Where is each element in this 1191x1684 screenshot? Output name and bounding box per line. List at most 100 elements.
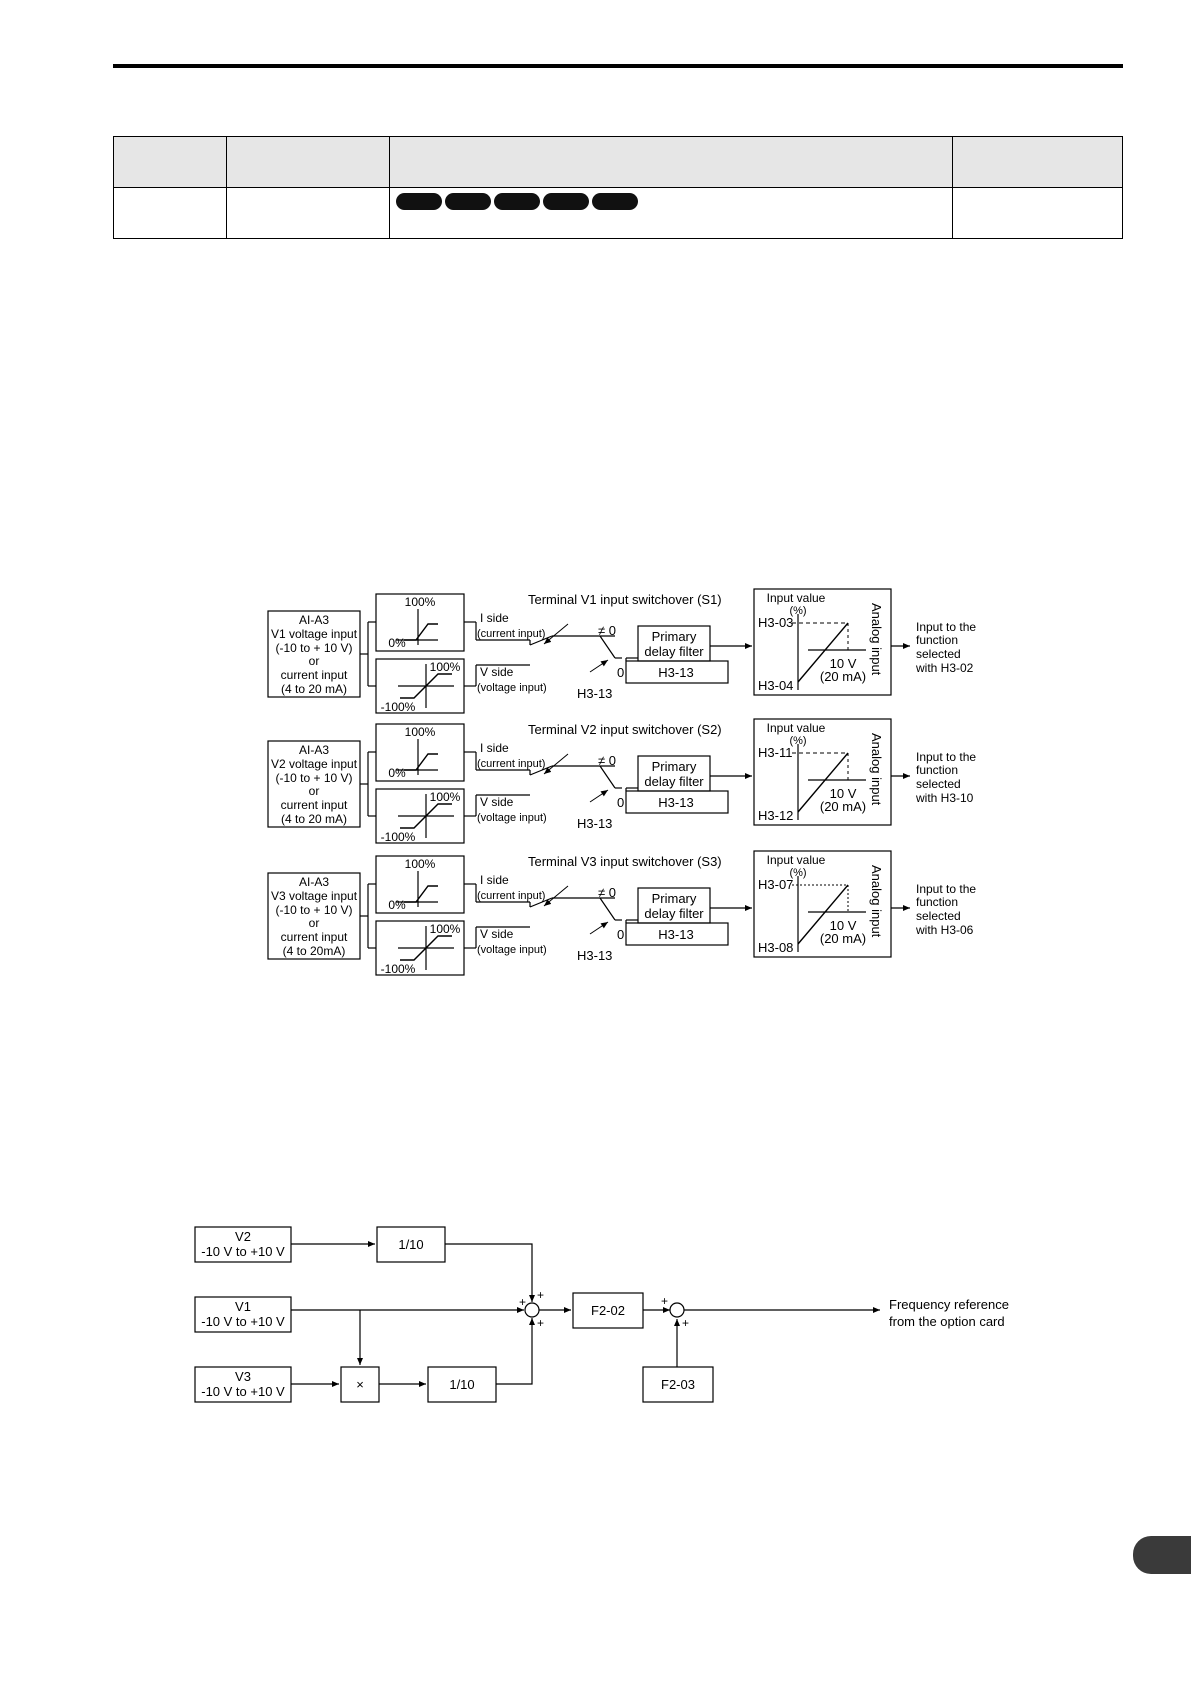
analog-input-box: [753, 588, 892, 696]
table-header-cell: [952, 136, 1123, 188]
pct-100-label: 100%: [405, 857, 436, 871]
table-cell-badges: [389, 187, 953, 239]
output-label: selected: [916, 647, 961, 661]
analog-input-label: Analog input: [869, 733, 884, 806]
header-rule: [113, 64, 1123, 68]
output-label: selected: [916, 909, 961, 923]
pct-neg100-label: -100%: [381, 962, 416, 976]
output-label: with H3-10: [915, 791, 974, 805]
lo-param-label: H3-04: [758, 678, 793, 693]
plus-sign: +: [519, 1295, 526, 1309]
filter-label: delay filter: [644, 644, 704, 659]
filter-param: H3-13: [658, 795, 693, 810]
output-label: selected: [916, 777, 961, 791]
source-line: or: [309, 654, 320, 668]
pct-100-label: 100%: [405, 725, 436, 739]
table-cell: [952, 187, 1123, 239]
hi-param-label: H3-11: [758, 745, 792, 760]
table-row: [113, 187, 1123, 239]
output-label: with H3-02: [915, 661, 974, 675]
zero-label: 0: [617, 927, 624, 942]
divide-label: 1/10: [449, 1377, 474, 1392]
neq-zero-label: ≠ 0: [598, 623, 616, 638]
output-label: from the option card: [889, 1314, 1005, 1329]
source-line: current input: [281, 668, 348, 682]
parameter-table: [113, 136, 1123, 239]
twenty-ma-label: (20 mA): [820, 799, 866, 814]
summing-junction: [524, 1302, 540, 1318]
i-side-sub: (current input): [477, 628, 545, 640]
ten-volt-label: 10 V: [830, 918, 857, 933]
filter-param: H3-13: [658, 927, 693, 942]
switch-title: Terminal V1 input switchover (S1): [528, 592, 722, 607]
lo-param-label: H3-08: [758, 940, 793, 955]
analog-input-label: Analog input: [869, 865, 884, 938]
page-number-tab: [1133, 1536, 1191, 1574]
source-line: AI-A3: [299, 613, 329, 627]
source-line: (-10 to + 10 V): [275, 903, 352, 917]
bias-label: F2-03: [661, 1377, 695, 1392]
v3-label: V3: [235, 1369, 251, 1384]
analog-input-label: Analog input: [869, 603, 884, 676]
pct-0-label: 0%: [388, 766, 406, 780]
output-label: function: [916, 763, 958, 777]
v3-range: -10 V to +10 V: [201, 1384, 285, 1399]
table-cell: [226, 187, 390, 239]
v-side-label: V side: [480, 927, 514, 941]
output-label: Frequency reference: [889, 1297, 1009, 1312]
pct-neg100-label: -100%: [381, 830, 416, 844]
zero-label: 0: [617, 665, 624, 680]
pct-100-label: 100%: [430, 790, 461, 804]
pct-unit-label: (%): [789, 867, 806, 879]
output-label: Input to the: [916, 882, 976, 896]
channel-2: AI-A3 V2 voltage input (-10 to + 10 V) o…: [267, 718, 976, 844]
neq-zero-label: ≠ 0: [598, 885, 616, 900]
channel-3: AI-A3 V3 voltage input (-10 to + 10 V) o…: [267, 850, 976, 976]
filter-label: delay filter: [644, 906, 704, 921]
divide-label: 1/10: [398, 1237, 423, 1252]
i-side-sub: (current input): [477, 758, 545, 770]
pct-unit-label: (%): [789, 735, 806, 747]
v-side-sub: (voltage input): [477, 682, 547, 694]
input-value-label: Input value: [767, 853, 826, 867]
control-mode-badge: [445, 192, 491, 210]
v2-label: V2: [235, 1229, 251, 1244]
filter-label: delay filter: [644, 774, 704, 789]
pct-100-label: 100%: [430, 922, 461, 936]
source-line: (4 to 20mA): [283, 944, 346, 958]
filter-param-box: [625, 660, 729, 684]
control-mode-badge: [494, 192, 540, 210]
source-line: (4 to 20 mA): [281, 812, 347, 826]
v-side-label: V side: [480, 665, 514, 679]
source-line: AI-A3: [299, 743, 329, 757]
analog-input-box: [753, 850, 892, 958]
source-line: or: [309, 784, 320, 798]
table-header-cell: [113, 136, 227, 188]
i-side-label: I side: [480, 611, 509, 625]
summing-junction: [669, 1302, 685, 1318]
source-line: current input: [281, 930, 348, 944]
gain-label: F2-02: [591, 1303, 625, 1318]
plus-sign: +: [537, 1316, 544, 1330]
table-header-cell: [389, 136, 953, 188]
v-side-label: V side: [480, 795, 514, 809]
source-line: or: [309, 916, 320, 930]
plus-sign: +: [682, 1316, 689, 1330]
control-mode-badge: [396, 192, 442, 210]
table-header-row: [113, 136, 1123, 188]
pct-100-label: 100%: [405, 595, 436, 609]
bias-box: [642, 1366, 714, 1403]
source-line: V2 voltage input: [271, 757, 358, 771]
filter-label: Primary: [652, 891, 697, 906]
hi-param-label: H3-03: [758, 615, 793, 630]
source-line: V1 voltage input: [271, 627, 358, 641]
i-side-label: I side: [480, 741, 509, 755]
frequency-reference-diagram: V2 -10 V to +10 V V1 -10 V to +10 V V3 -…: [194, 1226, 1009, 1403]
plus-sign: +: [661, 1294, 668, 1308]
plus-sign: +: [537, 1288, 544, 1302]
output-label: Input to the: [916, 750, 976, 764]
filter-param: H3-13: [658, 665, 693, 680]
source-line: (-10 to + 10 V): [275, 641, 352, 655]
v-side-sub: (voltage input): [477, 812, 547, 824]
channel-1: AI-A3 V1 voltage input (-10 to + 10 V) o…: [267, 588, 976, 714]
